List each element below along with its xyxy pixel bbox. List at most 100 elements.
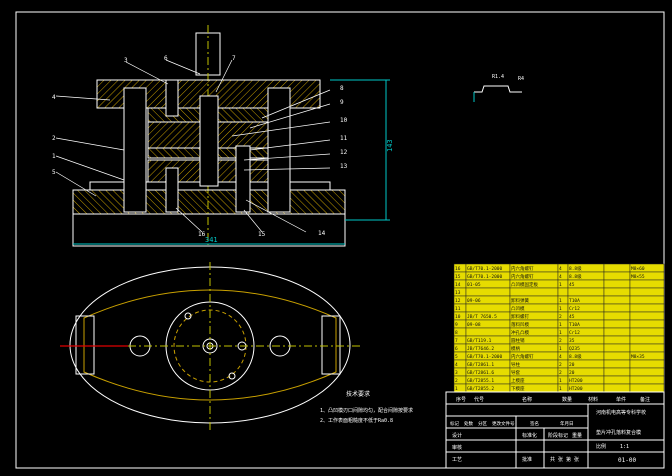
part-sketch-label: R4 <box>518 76 524 82</box>
guide-pillar-right <box>267 87 291 213</box>
bom-cell: Q235 <box>569 346 580 352</box>
bom-cell: GB/T70.1-2000 <box>467 354 503 360</box>
title-row-label: 处数 <box>464 420 473 427</box>
bom-cell: 45 <box>569 282 575 288</box>
title-header: 名称 <box>522 396 532 403</box>
balloon-label: 1 <box>52 153 56 160</box>
stage-label: 阶段标记 <box>548 432 568 439</box>
bom-cell: 下模座 <box>511 385 525 392</box>
balloon-label: 9 <box>340 99 344 106</box>
balloon-label: 2 <box>52 135 56 142</box>
bom-cell: 凸凹模 <box>511 305 525 312</box>
bom-cell: 09-06 <box>467 298 481 304</box>
bom-cell: 3 <box>455 370 458 376</box>
standard-label: 标准化 <box>522 432 537 439</box>
bom-cell: 16 <box>455 266 461 272</box>
bom-cell: 圆柱销 <box>511 337 525 344</box>
bom-cell: 2 <box>559 338 562 344</box>
part-sketch-label: R1.4 <box>492 74 504 80</box>
bom-cell: 20 <box>569 362 575 368</box>
bom-cell: 2 <box>455 378 458 384</box>
scale-value: 1:1 <box>620 444 629 450</box>
bom-cell: 冲孔凸模 <box>511 329 529 336</box>
bom-cell: 8.8级 <box>569 273 582 280</box>
balloon-label: 4 <box>52 94 56 101</box>
drawing-title: 河南机电高等专科学校 <box>596 409 646 416</box>
balloon-label: 3 <box>124 57 128 64</box>
bom-cell: 模柄 <box>511 345 520 352</box>
tech-req-item: 2、工作表面粗糙度不低于Ra0.8 <box>320 417 393 424</box>
bom-cell: 1 <box>559 346 562 352</box>
bom-cell: 凸凹模固定板 <box>511 281 538 288</box>
part-sketch: R1.4 R4 <box>473 74 524 102</box>
tech-requirements: 技术要求 1、凸凹模刃口间隙均匀，配合间隙按要求 2、工作表面粗糙度不低于Ra0… <box>320 390 413 424</box>
bom-cell: 卸料弹簧 <box>511 297 529 304</box>
balloon-label: 13 <box>340 163 348 170</box>
scale-label: 比例 <box>596 443 606 450</box>
title-row-label: 更改文件号 <box>492 420 515 427</box>
bom-cell: 4 <box>559 274 562 280</box>
balloon-label: 5 <box>52 169 56 176</box>
bom-row: 13 <box>453 287 665 297</box>
dimensions: 341 143 <box>73 79 394 245</box>
bom-row: 8 冲孔凸模 1 Cr12 <box>453 327 665 337</box>
bom-cell: 1 <box>559 306 562 312</box>
bom-cell: HT200 <box>569 386 583 392</box>
bom-cell: 11 <box>455 306 461 312</box>
drawing-number: 01-00 <box>618 457 636 464</box>
balloon-label: 15 <box>258 231 266 238</box>
bom-cell: 1 <box>455 386 458 392</box>
dimension-height: 143 <box>386 139 394 152</box>
convex-concave-die <box>199 95 219 187</box>
bom-cell: GB/T2855.2 <box>467 386 494 392</box>
bom-cell: T10A <box>569 298 580 304</box>
lower-die-seat <box>72 189 346 215</box>
bom-cell: 1 <box>559 322 562 328</box>
screw <box>165 167 179 213</box>
bom-cell: Cr12 <box>569 306 580 312</box>
review-label: 审核 <box>452 444 462 451</box>
bom-cell: 15 <box>455 274 461 280</box>
bom-cell: 2 <box>559 314 562 320</box>
bom-cell: 9 <box>455 322 458 328</box>
bom-cell: 8.8级 <box>569 265 582 272</box>
bom-cell: 8 <box>455 330 458 336</box>
bom-cell: 01-05 <box>467 282 481 288</box>
bom-cell: 卸料螺钉 <box>511 313 529 320</box>
tech-req-title: 技术要求 <box>346 390 370 398</box>
title-row-label: 签名 <box>530 420 539 427</box>
process-label: 工艺 <box>452 457 462 463</box>
title-row-label: 年月日 <box>560 420 574 427</box>
tech-req-item: 1、凸凹模刃口间隙均匀，配合间隙按要求 <box>320 407 413 414</box>
drawing-name: 垫片冲孔落料复合模 <box>596 429 641 436</box>
front-section-view <box>72 25 346 247</box>
title-block: 序号 代号 名称 数量 材料 单件 备注 河南机电高等专科学校 垫片冲孔落料复合… <box>445 391 665 469</box>
title-row-label: 标记 <box>450 420 459 427</box>
bom-cell: 4 <box>559 266 562 272</box>
weight-label: 重量 <box>572 432 582 439</box>
leader-lines <box>55 59 331 233</box>
bom-cell: GB/T2861.6 <box>467 370 494 376</box>
bom-cell: M8×60 <box>631 266 645 272</box>
bom-cell: 14 <box>455 282 461 288</box>
bom-cell: 20 <box>569 370 575 376</box>
bom-cell: 落料凹模 <box>511 321 529 328</box>
balloon-label: 11 <box>340 135 348 142</box>
bom-cell: 45 <box>569 314 575 320</box>
balloon-label: 12 <box>340 149 348 156</box>
title-header: 单件 <box>616 396 626 403</box>
stripper-screw <box>235 145 251 213</box>
bom-cell: 6 <box>455 346 458 352</box>
bom-cell: M8×35 <box>631 354 645 360</box>
bom-cell: Cr12 <box>569 330 580 336</box>
bom-cell: 1 <box>559 330 562 336</box>
balloon-label: 8 <box>340 85 344 92</box>
